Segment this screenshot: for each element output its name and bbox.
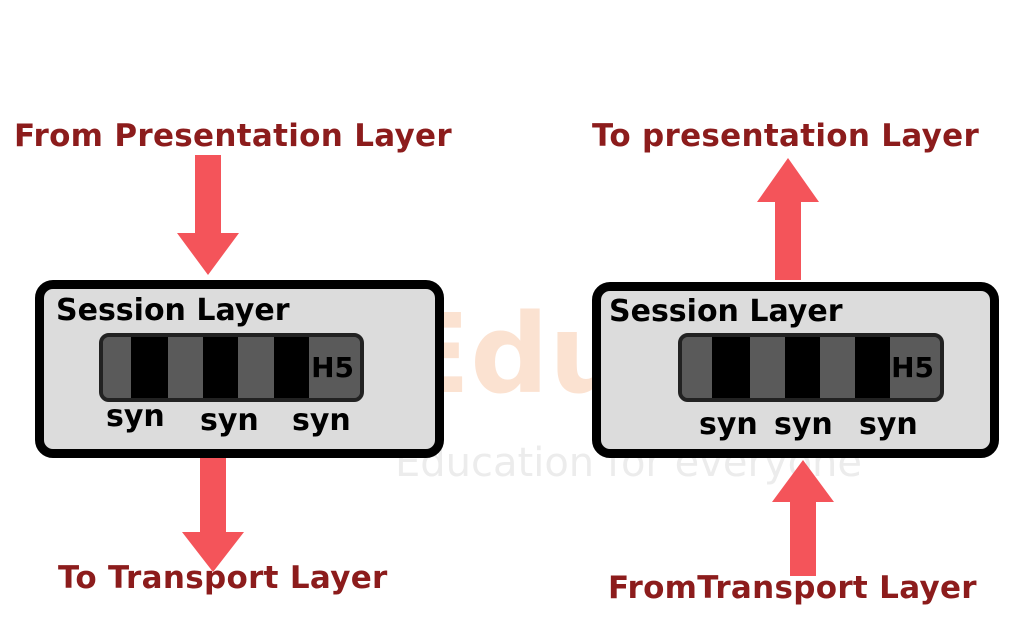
segment [131, 337, 168, 398]
syn-label: syn [699, 407, 758, 442]
segment [168, 337, 203, 398]
syn-label: syn [106, 399, 165, 434]
left-bottom-label: To Transport Layer [58, 560, 388, 596]
left-top-label: From Presentation Layer [14, 118, 452, 154]
right-box-title: Session Layer [609, 294, 843, 329]
left-session-layer-box: Session Layer H5 syn syn syn [35, 280, 444, 458]
left-box-title: Session Layer [56, 293, 290, 328]
segment [855, 337, 890, 398]
syn-label: syn [200, 403, 259, 438]
header-h5: H5 [311, 351, 354, 384]
segment [103, 337, 131, 398]
left-data-unit: H5 [99, 333, 364, 402]
segment [890, 337, 940, 398]
arrow-down-icon [182, 458, 244, 572]
segment [750, 337, 785, 398]
segment [274, 337, 309, 398]
segment [785, 337, 820, 398]
arrow-down-icon [177, 155, 239, 275]
segment [203, 337, 238, 398]
arrow-up-icon [757, 158, 819, 280]
segment [682, 337, 712, 398]
right-data-unit: H5 [678, 333, 944, 402]
syn-label: syn [859, 407, 918, 442]
right-top-label: To presentation Layer [592, 118, 980, 154]
syn-label: syn [292, 403, 351, 438]
header-h5: H5 [891, 351, 934, 384]
right-session-layer-box: Session Layer H5 syn syn syn [592, 282, 999, 458]
arrow-up-icon [772, 460, 834, 576]
syn-label: syn [774, 407, 833, 442]
right-bottom-label: FromTransport Layer [608, 570, 977, 606]
segment [238, 337, 274, 398]
segment [712, 337, 750, 398]
segment [309, 337, 360, 398]
segment [820, 337, 855, 398]
